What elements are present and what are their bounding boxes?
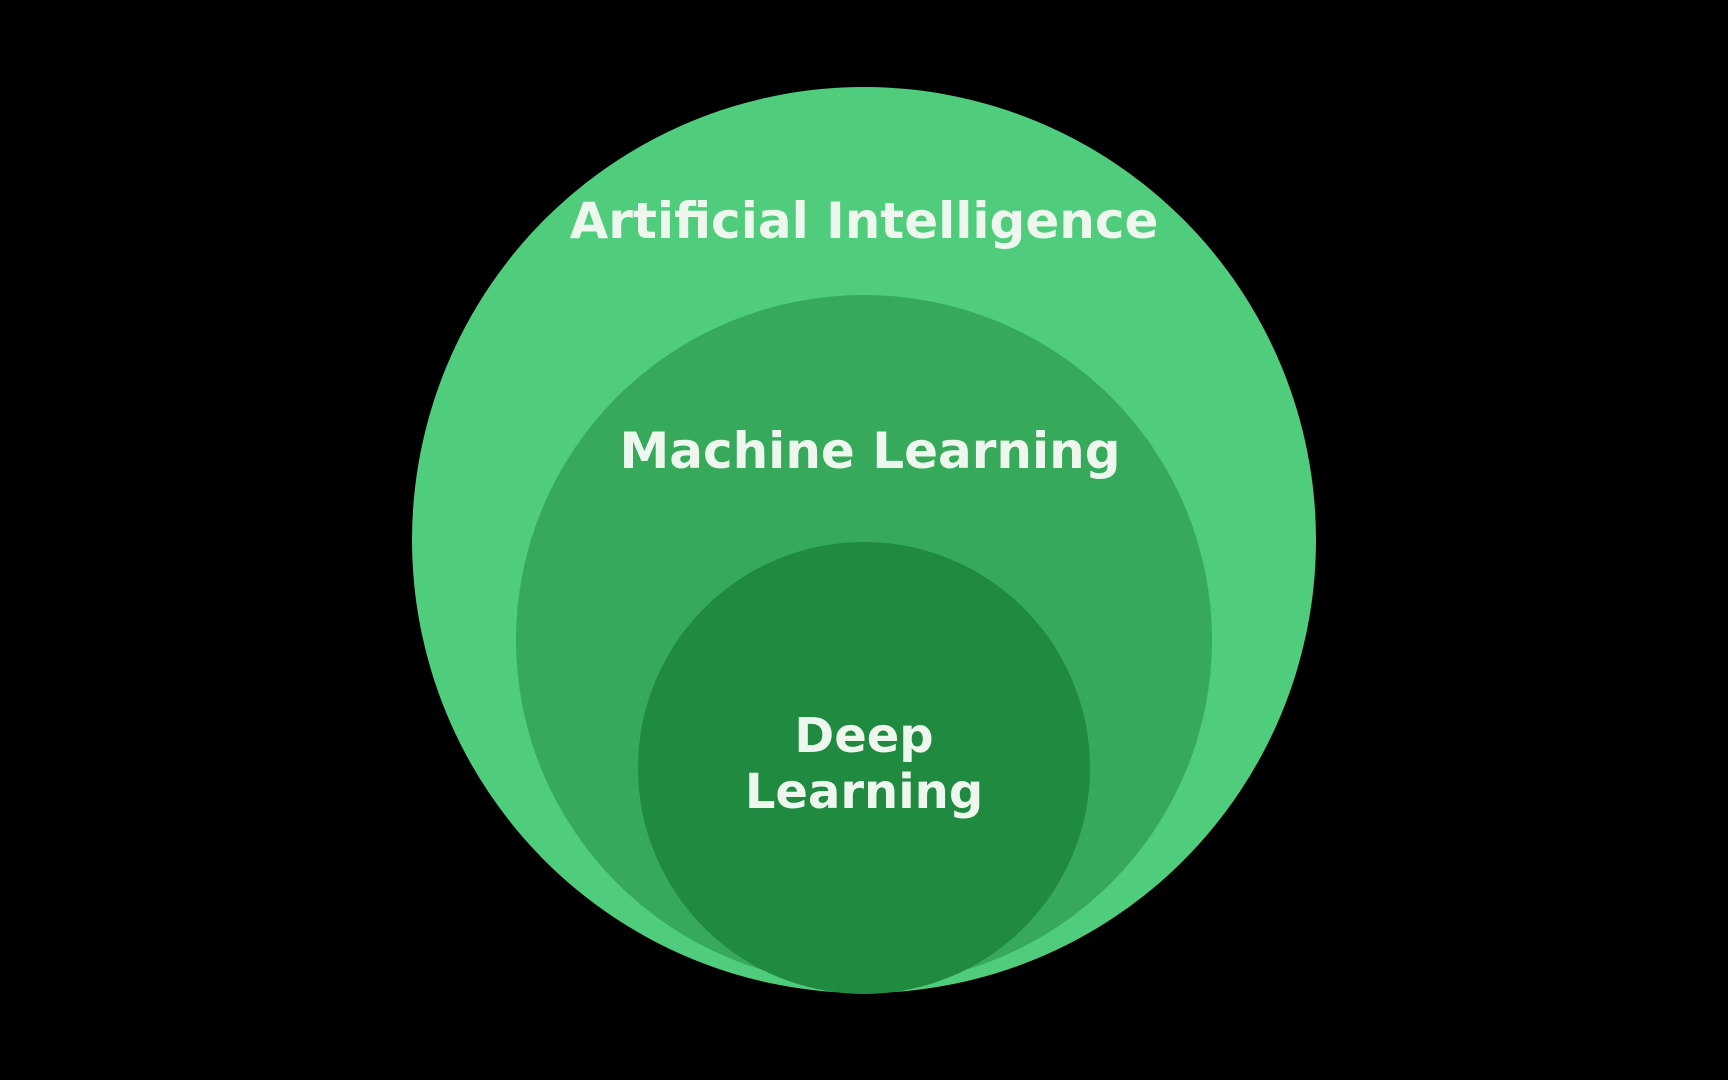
dl-label-line-2: Learning [745,764,983,820]
dl-circle [638,542,1090,994]
ml-label: Machine Learning [619,422,1120,480]
ai-label: Artificial Intelligence [570,192,1159,250]
dl-label-line-1: Deep [794,708,933,764]
